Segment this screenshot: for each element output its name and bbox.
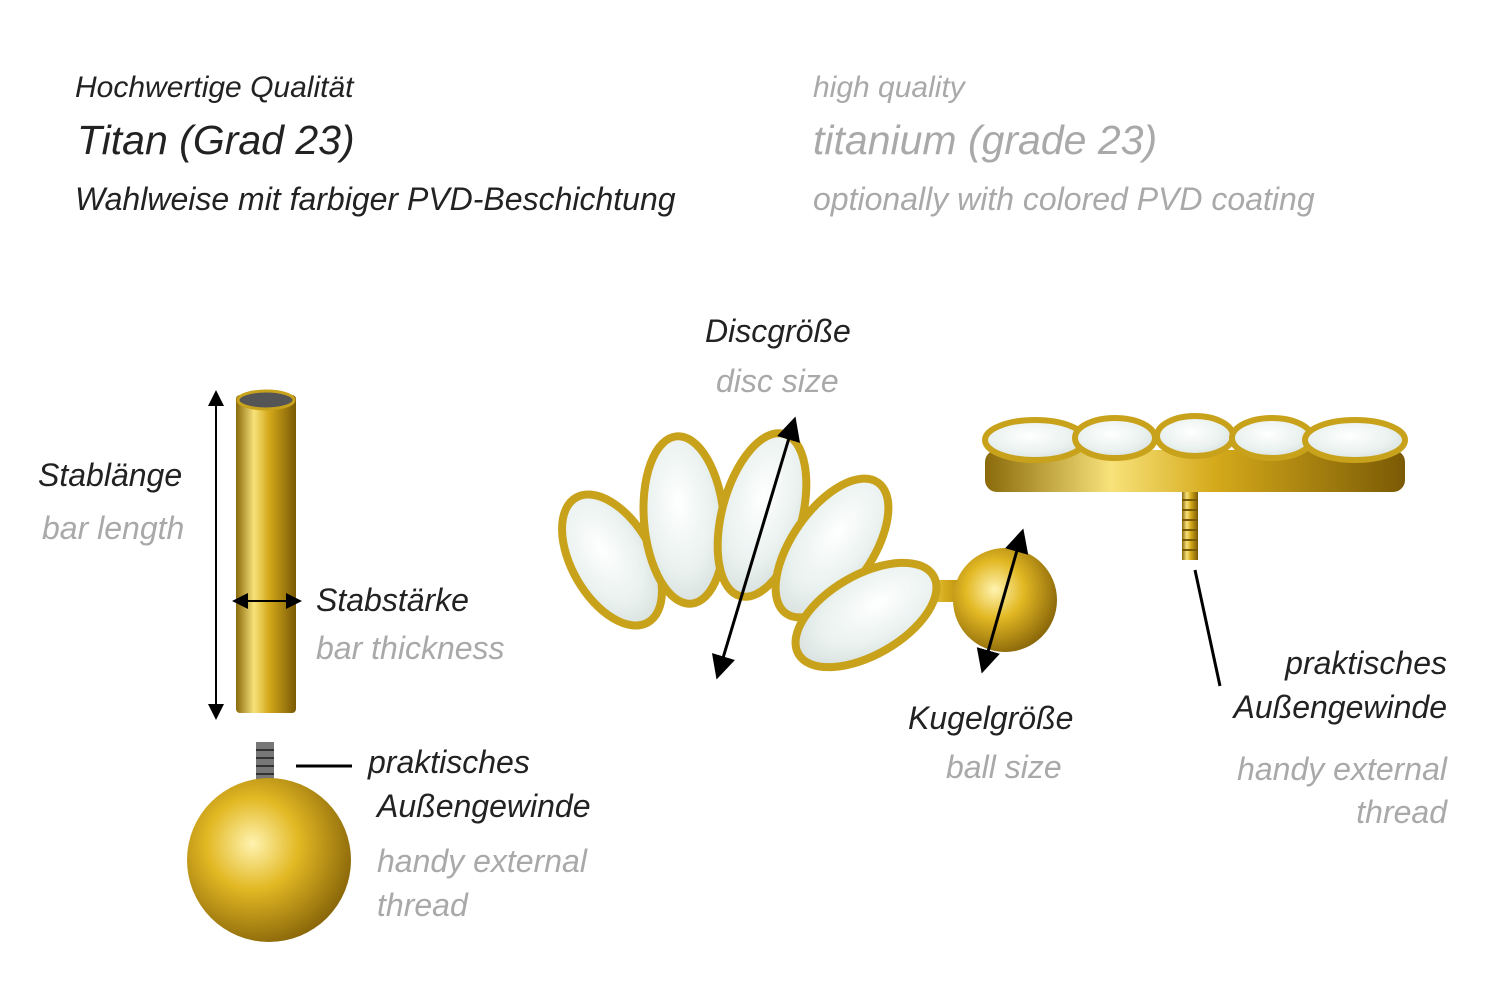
thread-right-de2: Außengewinde [1233, 689, 1447, 725]
bar-thickness-label-en: bar thickness [316, 630, 505, 666]
thread-left-de1: praktisches [368, 744, 530, 780]
ball-size-label-en: ball size [946, 749, 1062, 785]
coating-de: Wahlweise mit farbiger PVD-Beschichtung [75, 181, 676, 217]
ball-with-thread-illustration [187, 742, 351, 942]
thread-right-en1: handy external [1237, 751, 1447, 787]
bar-length-label-en: bar length [42, 510, 185, 546]
thread-left-de2: Außengewinde [377, 788, 591, 824]
coating-en: optionally with colored PVD coating [813, 181, 1315, 217]
thread-left-en2: thread [377, 887, 468, 923]
side-view-illustration [982, 413, 1408, 560]
bar-length-label-de: Stablänge [38, 457, 183, 493]
thread-right-de1: praktisches [1285, 645, 1447, 681]
thread-pointer-line-right [1193, 569, 1222, 687]
thread-right-en2: thread [1356, 794, 1447, 830]
opal-cluster-earring-illustration [558, 429, 1057, 672]
material-de: Titan (Grad 23) [77, 117, 355, 163]
bar-thickness-label-de: Stabstärke [316, 582, 469, 618]
quality-de: Hochwertige Qualität [75, 71, 354, 104]
disc-size-label-en: disc size [716, 363, 839, 399]
disc-size-arrow [711, 416, 801, 680]
ball-size-arrow [976, 528, 1029, 674]
quality-en: high quality [813, 71, 965, 104]
material-en: titanium (grade 23) [813, 117, 1158, 163]
ball-size-label-de: Kugelgröße [908, 700, 1074, 736]
thread-left-en1: handy external [377, 843, 587, 879]
disc-size-label-de: Discgröße [705, 313, 851, 349]
bar-illustration [236, 389, 296, 713]
